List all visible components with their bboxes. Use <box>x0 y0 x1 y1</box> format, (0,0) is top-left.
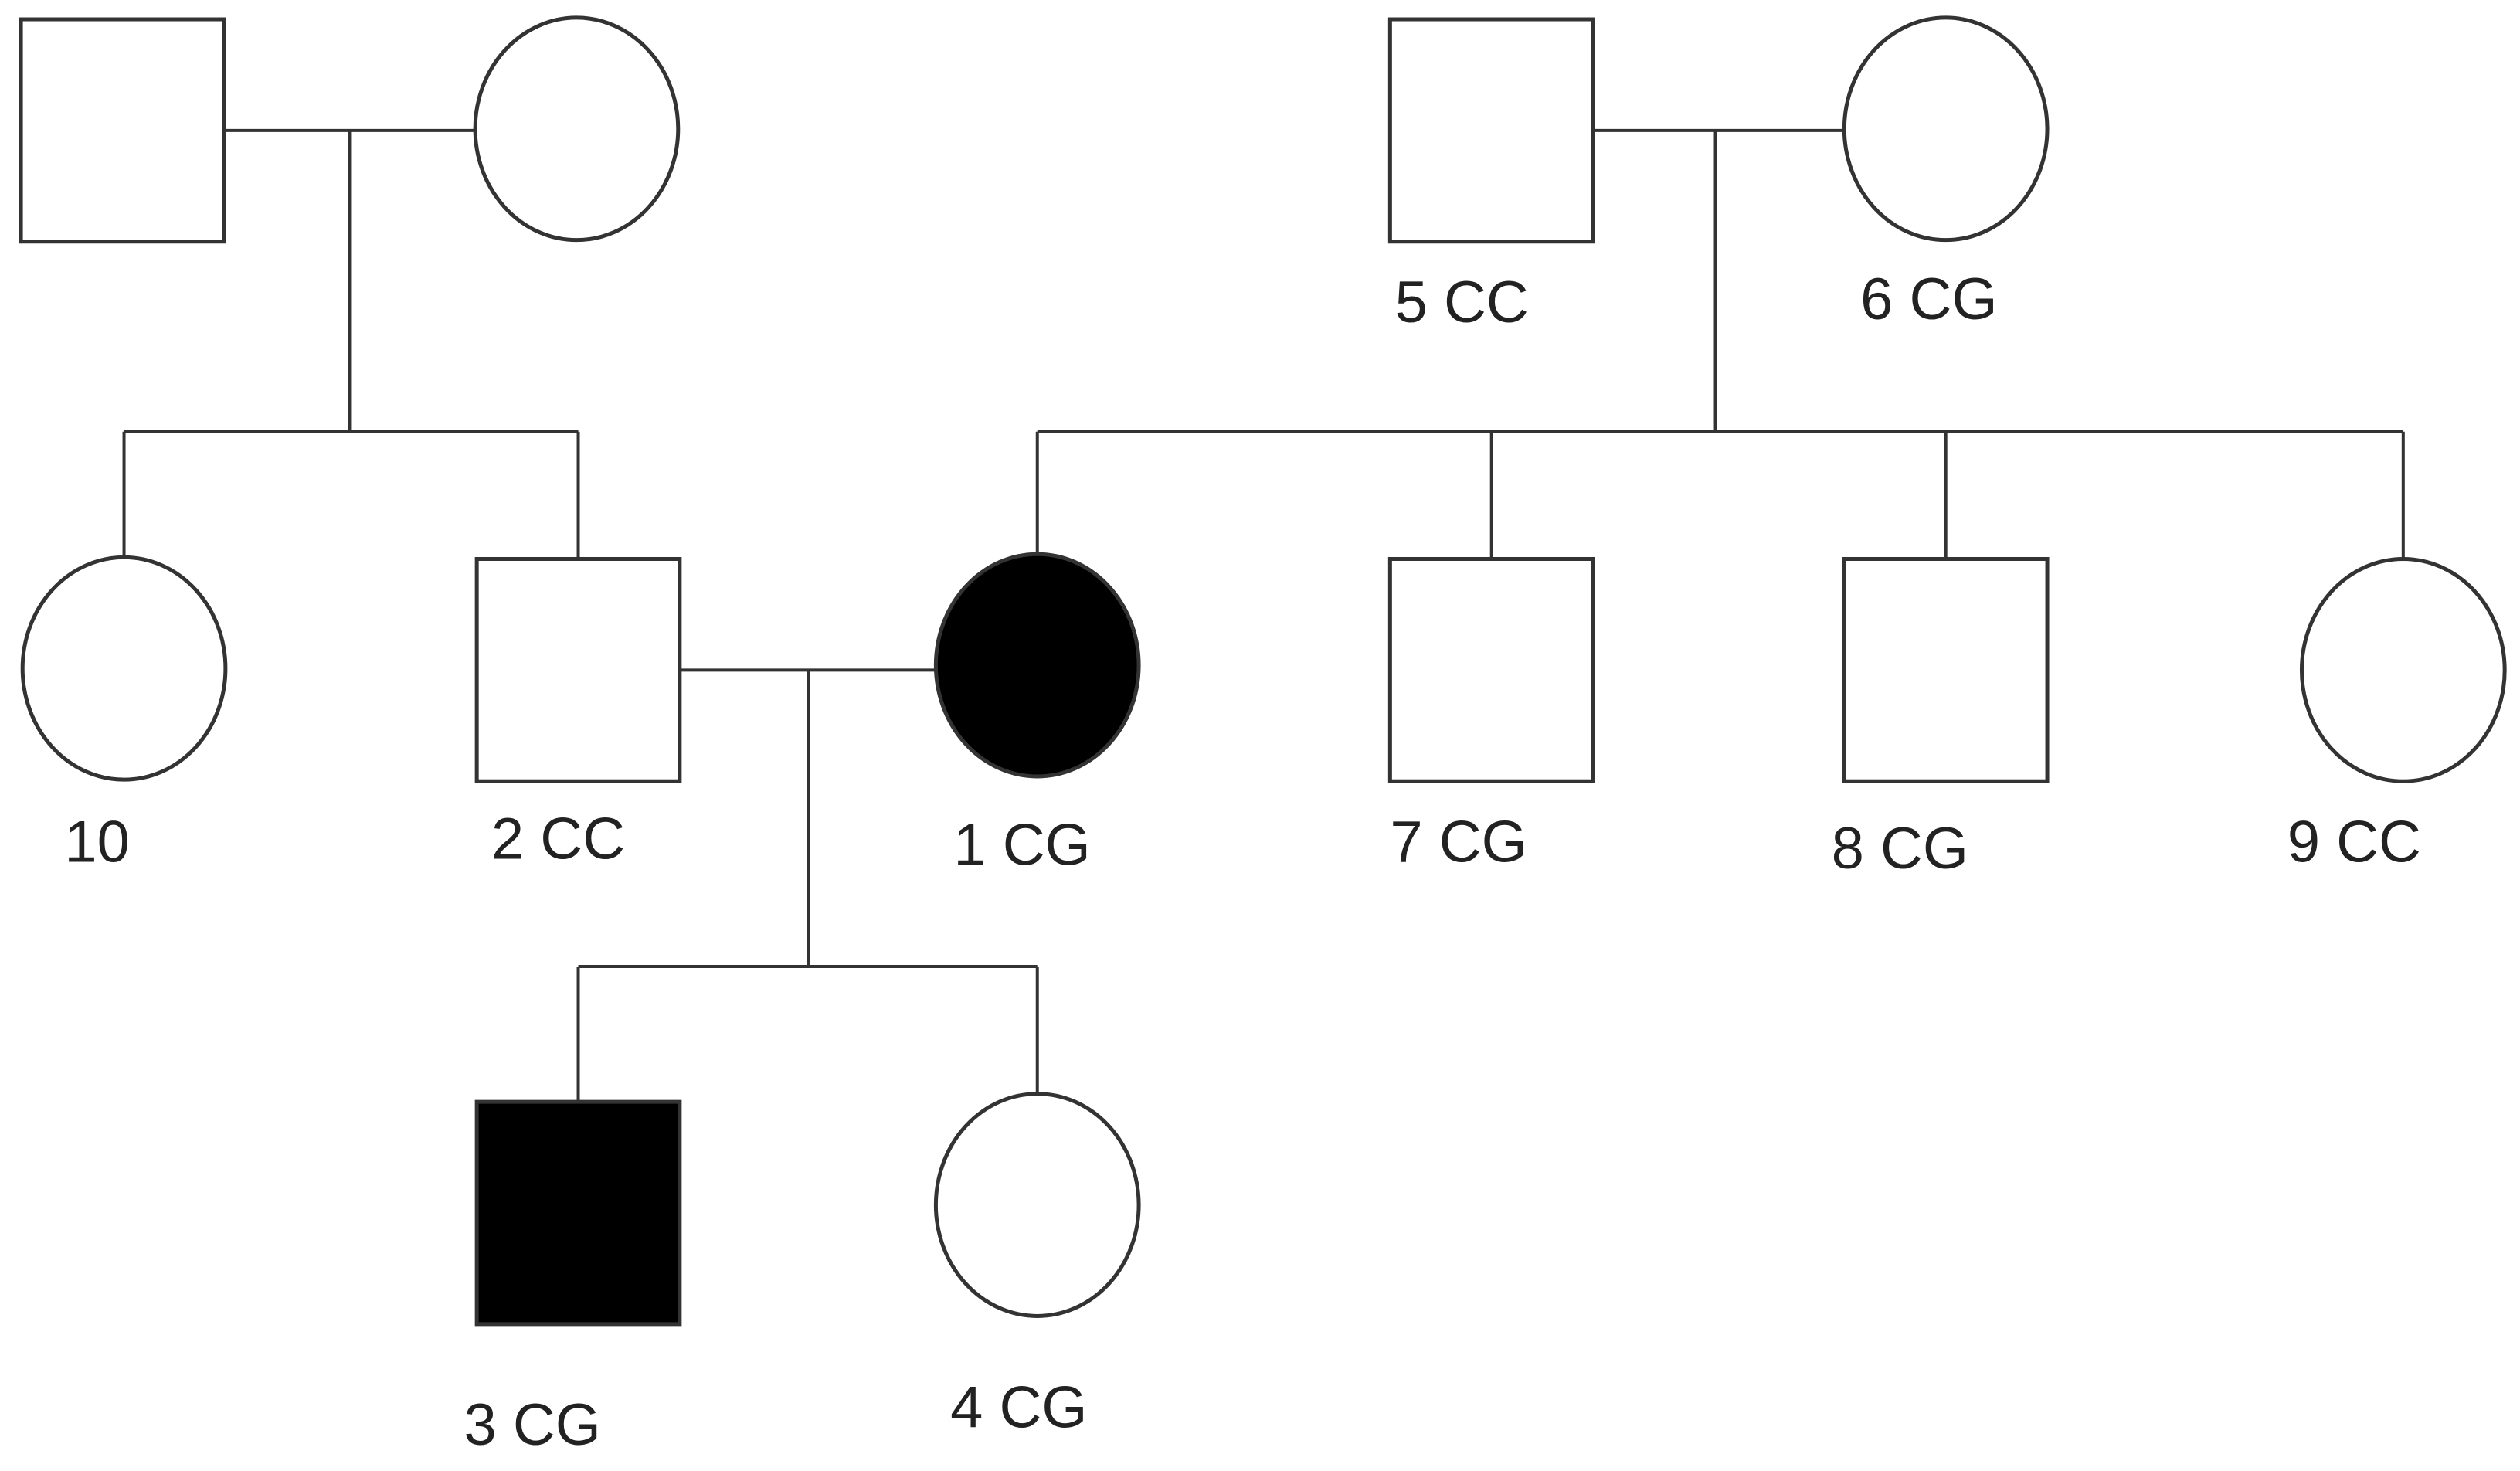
ind-9-female-circle <box>2299 556 2507 783</box>
ind-7-male-square <box>1387 556 1595 783</box>
ind-10-label: 10 <box>64 809 130 875</box>
ind-8-male-square <box>1842 556 2050 783</box>
ind-8-label: 8 CG <box>1832 816 1968 882</box>
ind-10-female-circle <box>20 555 228 782</box>
ind-7-label: 7 CG <box>1390 809 1527 875</box>
ind-2-male-square <box>474 556 682 783</box>
ind-5-label: 5 CC <box>1395 270 1529 335</box>
ind-1-label: 1 CG <box>953 813 1090 878</box>
ind-3-male-square <box>474 1099 682 1327</box>
ind-2-label: 2 CC <box>491 806 625 871</box>
ind-6-label: 6 CG <box>1860 267 1997 332</box>
ind-3-label: 3 CG <box>464 1392 600 1458</box>
ind-4-label: 4 CG <box>950 1374 1087 1440</box>
ind-1-female-circle <box>933 552 1141 779</box>
ind-6-female-circle <box>1842 15 2050 243</box>
ind-4-female-circle <box>933 1092 1141 1318</box>
gp1-mother-female-circle <box>473 15 681 243</box>
ind-9-label: 9 CC <box>2287 809 2421 875</box>
ind-5-male-square <box>1387 17 1595 244</box>
gp1-father-male-square <box>19 17 226 244</box>
